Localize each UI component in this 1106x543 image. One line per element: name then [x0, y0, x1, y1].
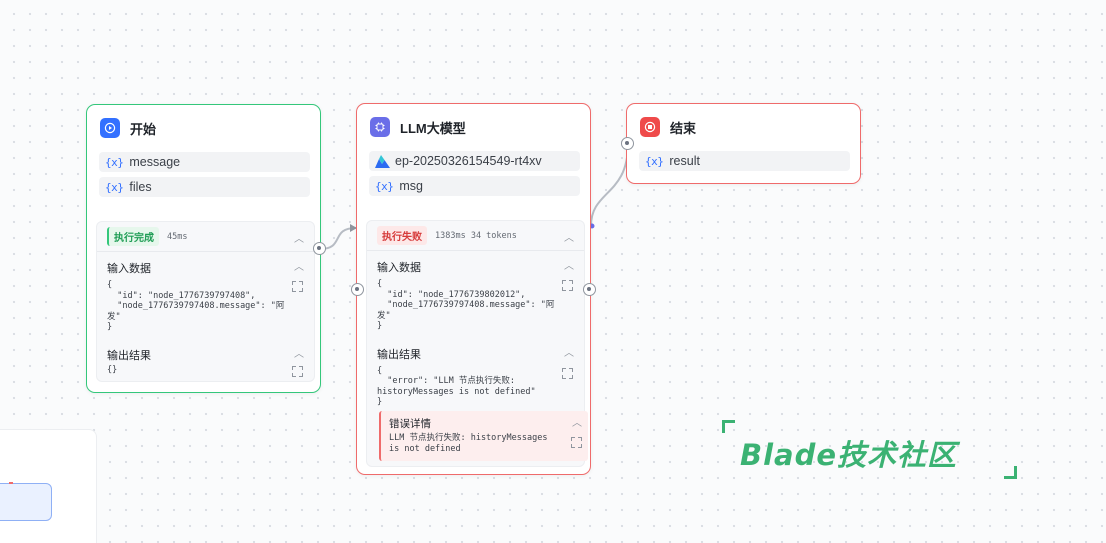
input-section: 输入数据 ︿ { "id": "node_1776739797408", "no…: [97, 252, 314, 333]
chevron-up-icon[interactable]: ︿: [564, 261, 574, 272]
chevron-up-icon[interactable]: ︿: [564, 347, 574, 359]
chevron-up-icon[interactable]: ︿: [572, 418, 582, 429]
error-details-box: 错误详情 ︿ LLM 节点执行失败: historyMessages is no…: [379, 411, 588, 461]
variable-label: msg: [399, 179, 423, 193]
start-node[interactable]: 开始 {x} message {x} files 执行完成 45ms ︿ 输入数…: [86, 104, 321, 393]
llm-node-header: LLM大模型: [370, 117, 466, 137]
execution-result-panel: 执行失败 1383ms 34 tokens ︿ 输入数据 ︿ { "id": "…: [366, 220, 588, 467]
chevron-up-icon[interactable]: ︿: [564, 233, 574, 244]
model-row: ep-20250326154549-rt4xv: [369, 151, 580, 171]
status-badge: 执行失败: [377, 226, 427, 245]
execution-header[interactable]: 执行完成 45ms ︿: [97, 222, 314, 252]
execution-result-panel: 执行完成 45ms ︿ 输入数据 ︿ { "id": "node_1776739…: [96, 221, 315, 382]
error-message: LLM 节点执行失败: historyMessages is not defin…: [389, 433, 548, 454]
variable-icon: {x}: [375, 179, 394, 193]
start-node-header: 开始: [100, 118, 156, 138]
expand-icon[interactable]: [292, 281, 303, 292]
status-badge: 执行完成: [107, 227, 159, 246]
variable-msg: {x} msg: [369, 176, 580, 196]
watermark-bracket-icon: [722, 420, 735, 433]
expand-icon[interactable]: [562, 367, 573, 379]
llm-chip-icon: [370, 117, 390, 137]
llm-input-handle[interactable]: [351, 283, 364, 296]
input-section: 输入数据 ︿ { "id": "node_1776739802012", "no…: [367, 251, 584, 332]
execution-duration: 45ms: [167, 231, 188, 242]
variable-label: result: [669, 154, 700, 168]
play-icon: [100, 118, 120, 138]
output-section: 输出结果 ︿ {}: [97, 333, 314, 377]
model-provider-logo: [375, 154, 390, 168]
watermark-text: Blade技术社区: [740, 438, 958, 472]
variable-label: files: [129, 180, 152, 194]
execution-header[interactable]: 执行失败 1383ms 34 tokens ︿: [367, 221, 584, 251]
chevron-up-icon[interactable]: ︿: [294, 262, 304, 273]
input-code: { "id": "node_1776739797408", "node_1776…: [107, 280, 285, 332]
variable-icon: {x}: [645, 154, 664, 168]
llm-node[interactable]: LLM大模型 ep-20250326154549-rt4xv {x} msg 执…: [356, 103, 591, 475]
watermark-bracket-icon: [1004, 466, 1017, 479]
output-section-title: 输出结果: [107, 349, 151, 362]
expand-icon[interactable]: [562, 280, 573, 291]
chevron-up-icon[interactable]: ︿: [294, 234, 304, 245]
expand-icon[interactable]: [292, 365, 303, 377]
variable-icon: {x}: [105, 155, 124, 169]
execution-meta: 1383ms 34 tokens: [435, 230, 517, 241]
end-input-handle[interactable]: [621, 137, 634, 150]
output-section: 输出结果 ︿ { "error": "LLM 节点执行失败: historyMe…: [367, 332, 584, 408]
end-node-header: 结束: [640, 117, 696, 137]
minimap-node[interactable]: [0, 483, 52, 521]
output-section-title: 输出结果: [377, 348, 421, 361]
output-code: {}: [107, 364, 118, 375]
input-section-title: 输入数据: [377, 262, 421, 274]
variable-result: {x} result: [639, 151, 850, 171]
error-details-title: 错误详情: [389, 418, 431, 430]
variable-files: {x} files: [99, 177, 310, 197]
watermark: Blade技术社区: [722, 420, 1022, 484]
stop-icon: [640, 117, 660, 137]
variable-icon: {x}: [105, 180, 124, 194]
end-node-title: 结束: [670, 120, 697, 136]
start-output-handle[interactable]: [313, 242, 326, 255]
start-node-title: 开始: [130, 121, 157, 137]
minimap-marker: [9, 482, 13, 484]
edge-llm-to-end: [590, 143, 629, 227]
llm-output-handle[interactable]: [583, 283, 596, 296]
expand-icon[interactable]: [571, 437, 582, 448]
output-code: { "error": "LLM 节点执行失败: historyMessages …: [377, 365, 536, 408]
model-name: ep-20250326154549-rt4xv: [395, 154, 542, 168]
end-node[interactable]: 结束 {x} result: [626, 103, 861, 184]
input-section-title: 输入数据: [107, 263, 151, 275]
variable-message: {x} message: [99, 152, 310, 172]
chevron-up-icon[interactable]: ︿: [294, 348, 304, 360]
llm-node-title: LLM大模型: [400, 120, 466, 136]
input-code: { "id": "node_1776739802012", "node_1776…: [377, 279, 555, 331]
variable-label: message: [129, 155, 181, 169]
